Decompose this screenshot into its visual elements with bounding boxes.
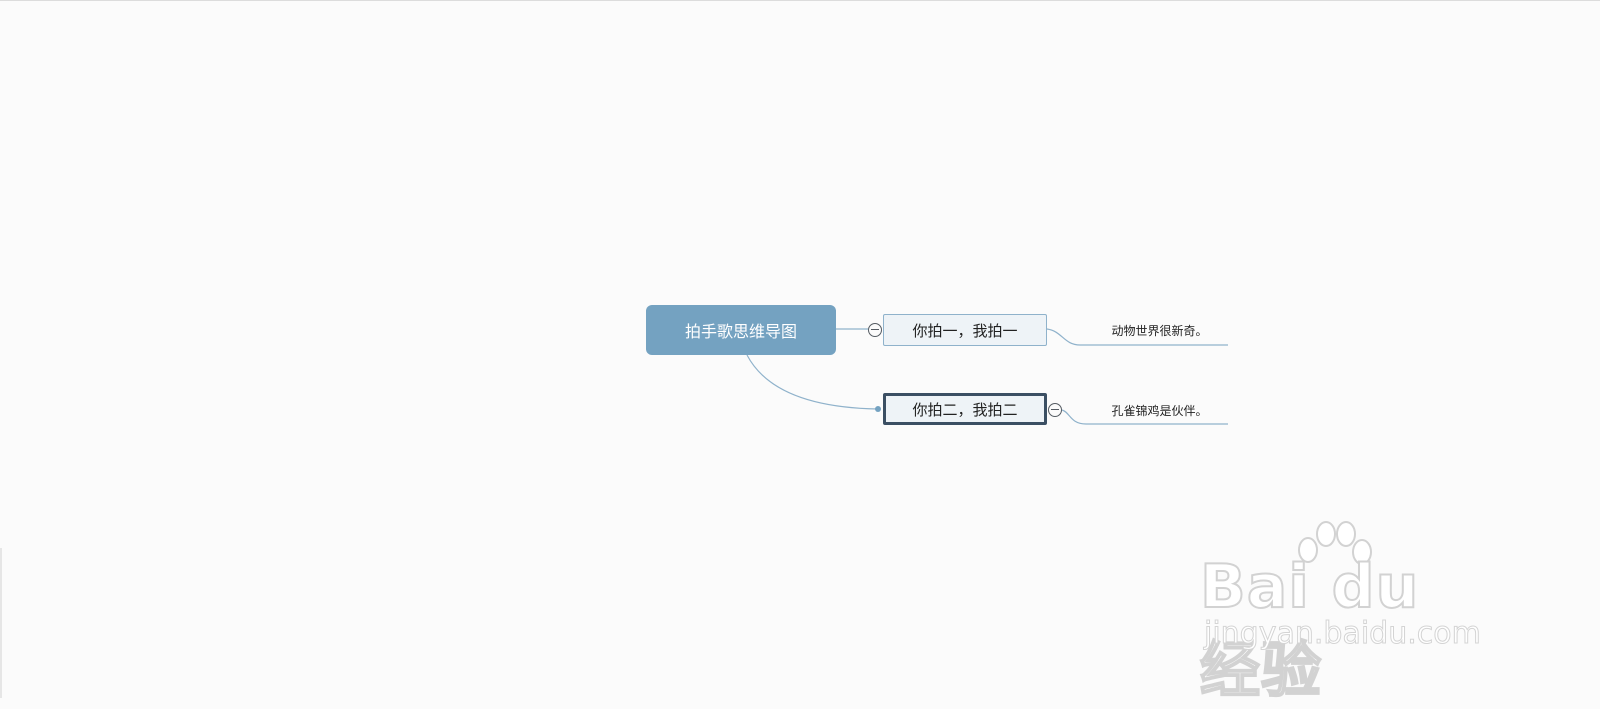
leaf-topic-label: 动物世界很新奇。	[1111, 323, 1208, 338]
root-topic[interactable]: 拍手歌思维导图	[646, 305, 836, 355]
branch-topic-label: 你拍一，我拍一	[912, 321, 1018, 340]
collapse-toggle-icon[interactable]	[868, 323, 882, 337]
branch-1-to-leaf-connector	[1046, 328, 1228, 346]
left-edge-shadow	[0, 548, 2, 698]
root-topic-label: 拍手歌思维导图	[684, 322, 797, 341]
branch-2-anchor-dot	[875, 406, 881, 412]
leaf-topic-2[interactable]: 孔雀锦鸡是伙伴。	[1092, 400, 1227, 420]
root-to-branch-2-connector	[746, 354, 879, 410]
branch-topic-2-selected[interactable]: 你拍二，我拍二	[883, 393, 1047, 425]
branch-topic-label: 你拍二，我拍二	[912, 400, 1018, 419]
collapse-toggle-icon[interactable]	[1048, 403, 1062, 417]
leaf-topic-label: 孔雀锦鸡是伙伴。	[1111, 403, 1208, 418]
branch-topic-1[interactable]: 你拍一，我拍一	[883, 314, 1047, 346]
branch-2-to-leaf-connector	[1061, 409, 1228, 425]
top-divider	[0, 0, 1600, 1]
leaf-topic-1[interactable]: 动物世界很新奇。	[1092, 320, 1227, 340]
